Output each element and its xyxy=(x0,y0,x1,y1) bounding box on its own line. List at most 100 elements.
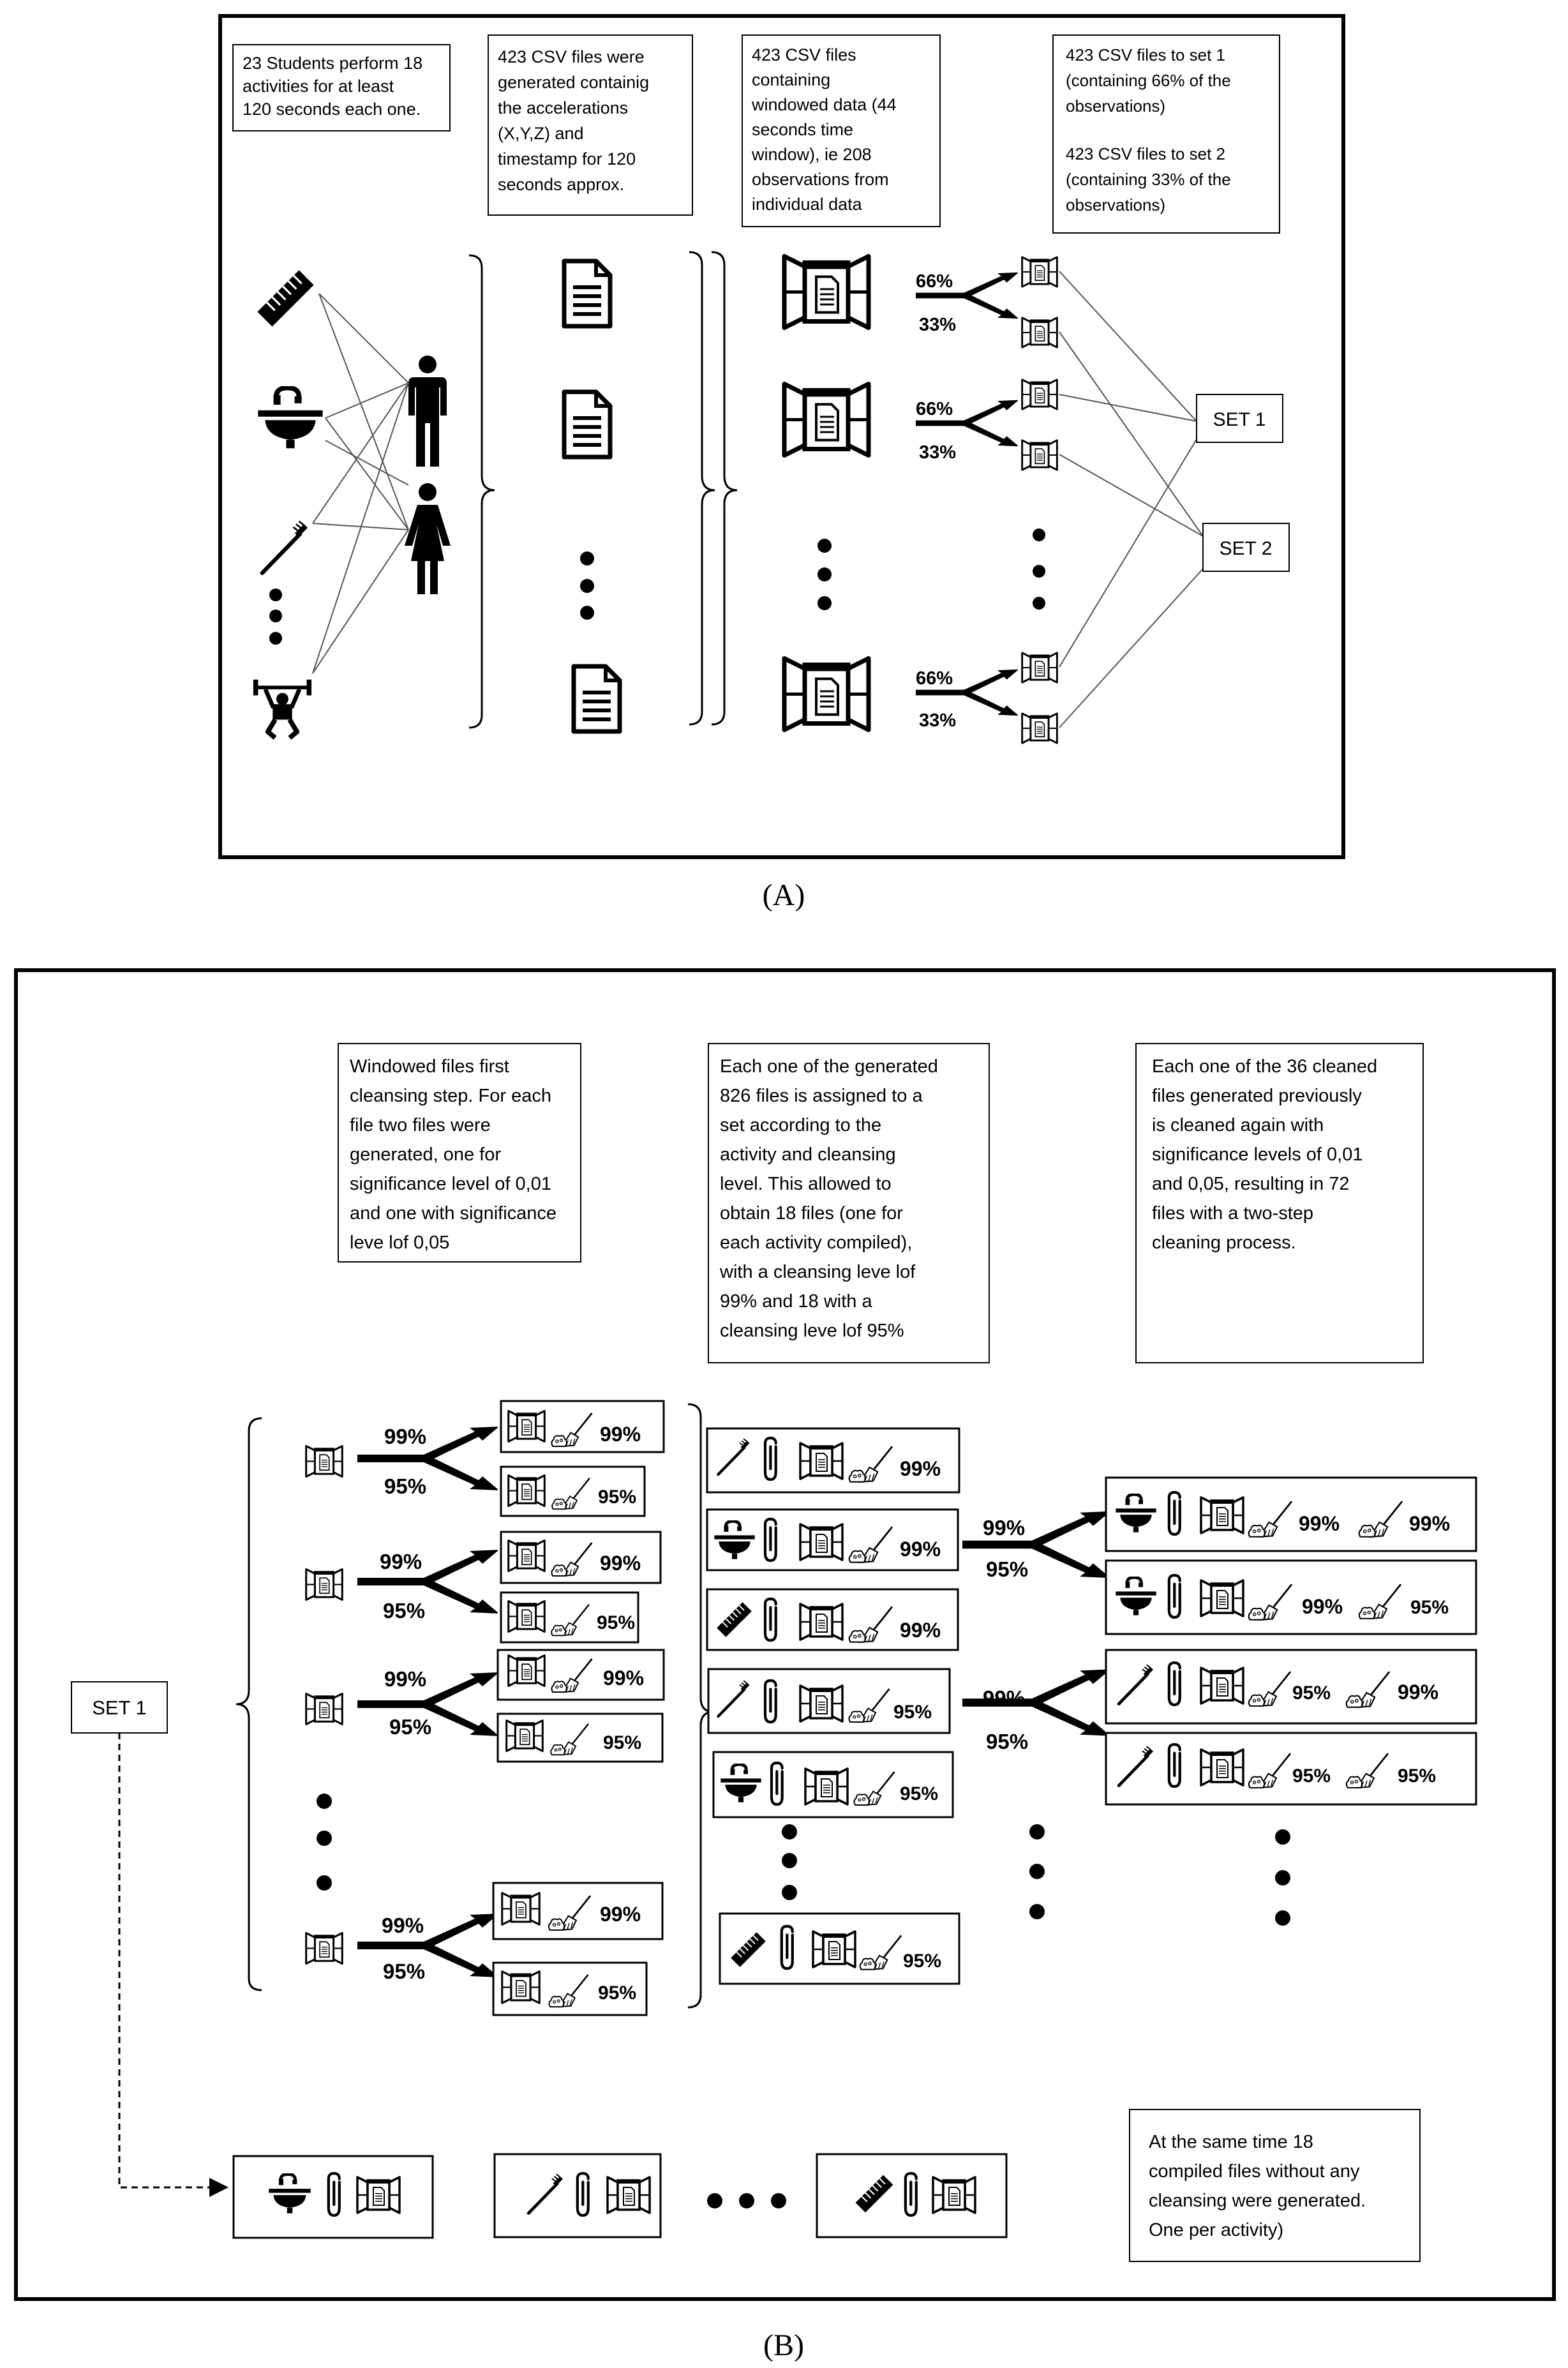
svg-text:95%: 95% xyxy=(1410,1597,1449,1618)
result-box: 95% xyxy=(497,1712,664,1763)
svg-text:99%: 99% xyxy=(900,1538,941,1561)
dot xyxy=(580,606,594,620)
svg-text:95%: 95% xyxy=(383,1960,425,1983)
brace xyxy=(468,254,495,729)
dot xyxy=(818,539,832,553)
window-file-icon xyxy=(784,384,869,456)
svg-text:95%: 95% xyxy=(598,1982,636,2004)
window-file-icon xyxy=(305,1568,343,1601)
dot xyxy=(580,551,594,566)
brace xyxy=(689,251,715,726)
svg-text:99%: 99% xyxy=(384,1425,426,1448)
svg-text:66%: 66% xyxy=(916,399,953,419)
window-file-icon xyxy=(305,1692,343,1726)
result-box: 95% xyxy=(500,1591,639,1644)
dot xyxy=(707,2193,722,2208)
dot xyxy=(317,1875,332,1891)
compiled-box: 95% xyxy=(712,1751,954,1818)
svg-text:423 CSV files to set 1(contain: 423 CSV files to set 1(containing 66% of… xyxy=(1066,45,1231,214)
svg-text:33%: 33% xyxy=(919,315,956,335)
a-box1-line: 23 Students perform 18 xyxy=(243,54,422,73)
svg-text:95%: 95% xyxy=(986,1557,1028,1581)
man-icon xyxy=(408,356,447,467)
svg-text:95%: 95% xyxy=(900,1783,938,1804)
svg-text:95%: 95% xyxy=(384,1474,426,1498)
svg-text:99%: 99% xyxy=(380,1550,422,1573)
svg-text:99%: 99% xyxy=(382,1914,424,1937)
compiled-box: 99% xyxy=(706,1427,960,1494)
svg-text:99%: 99% xyxy=(384,1667,426,1691)
svg-text:99%: 99% xyxy=(1398,1681,1438,1704)
dot xyxy=(269,588,282,601)
caption-b: (B) xyxy=(763,2328,804,2362)
compiled-box: 95% xyxy=(707,1668,951,1734)
svg-text:95%: 95% xyxy=(1292,1682,1331,1704)
svg-text:99%: 99% xyxy=(983,1516,1025,1540)
panel-a-frame xyxy=(218,14,1345,859)
dot xyxy=(818,567,832,581)
result-box: 99% xyxy=(492,1882,664,1940)
dot xyxy=(580,579,594,593)
svg-text:99%: 99% xyxy=(1299,1512,1340,1535)
svg-text:95%: 95% xyxy=(1292,1765,1331,1787)
cleanse-row-1: 99% 95% xyxy=(305,1425,498,1498)
cleanse-row-3: 99% 95% xyxy=(305,1667,498,1739)
svg-text:99%: 99% xyxy=(600,1423,641,1446)
woman-icon xyxy=(405,483,451,594)
uncleansed-box xyxy=(816,2153,1008,2238)
uncleansed-box xyxy=(493,2153,662,2238)
svg-text:SET 2: SET 2 xyxy=(1220,538,1273,559)
result-box: 99% xyxy=(497,1649,665,1701)
svg-text:SET 1: SET 1 xyxy=(1213,409,1266,430)
dot xyxy=(818,596,832,610)
a-box1-line: 120 seconds each one. xyxy=(243,100,421,119)
dot xyxy=(739,2193,754,2208)
sink-icon xyxy=(258,388,322,449)
brace xyxy=(711,251,738,726)
window-file-icon xyxy=(305,1444,343,1478)
svg-text:99%: 99% xyxy=(600,1552,641,1575)
svg-text:66%: 66% xyxy=(916,271,953,292)
brace xyxy=(235,1417,262,1991)
dot xyxy=(782,1885,797,1900)
result-box: 95% xyxy=(500,1465,646,1517)
window-file-icon xyxy=(1021,712,1058,744)
window-file-icon xyxy=(784,659,869,730)
window-file-icon xyxy=(1021,652,1058,684)
dot xyxy=(1029,1824,1045,1840)
split-66-33: 66% 33% xyxy=(916,271,1018,335)
two-step-box: 95% 99% xyxy=(1105,1649,1477,1725)
svg-text:95%: 95% xyxy=(903,1951,941,1972)
dashed-arrow xyxy=(118,1733,228,2197)
split-66-33: 66% 33% xyxy=(916,399,1018,463)
window-file-icon xyxy=(784,257,869,328)
document-icon xyxy=(564,261,610,326)
svg-text:99%: 99% xyxy=(600,1903,641,1926)
svg-text:95%: 95% xyxy=(598,1487,636,1508)
dot xyxy=(269,632,282,645)
dot xyxy=(1275,1870,1290,1885)
window-file-icon xyxy=(1021,317,1058,348)
svg-text:95%: 95% xyxy=(389,1715,431,1739)
split-99-95: 99% 95% xyxy=(962,1511,1109,1581)
split-99-95: 99% 95% xyxy=(962,1669,1109,1753)
toothbrush-icon xyxy=(262,521,306,573)
dot xyxy=(269,610,282,622)
dot xyxy=(1029,1904,1045,1919)
svg-text:99%: 99% xyxy=(983,1686,1025,1710)
svg-text:99%: 99% xyxy=(1302,1595,1343,1618)
svg-text:33%: 33% xyxy=(919,710,956,731)
window-file-icon xyxy=(1021,256,1058,288)
compiled-box: 99% xyxy=(706,1588,959,1651)
panel-a-box-4: 423 CSV files to set 1(containing 66% of… xyxy=(1052,34,1280,234)
result-box: 99% xyxy=(500,1400,665,1453)
svg-text:33%: 33% xyxy=(919,442,956,463)
